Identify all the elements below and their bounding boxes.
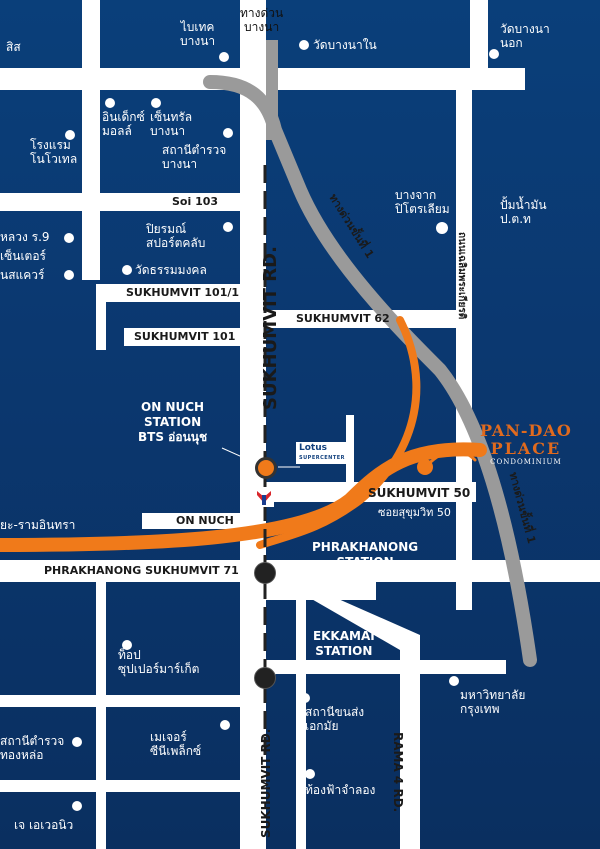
place-dot-police-thonglor <box>72 737 82 747</box>
orange-branch <box>256 316 421 549</box>
road-s62 <box>266 310 456 328</box>
place-center: เซ็นเตอร์ <box>0 249 46 263</box>
place-dot-ekkamai-bus <box>300 693 310 703</box>
road-s101 <box>124 328 242 346</box>
place-dot-central <box>151 98 161 108</box>
project-marker-icon[interactable] <box>417 459 433 475</box>
road-rama4-top <box>266 582 376 600</box>
place-dot-bangchak <box>436 222 448 234</box>
station-label-ekkamai: EKKAMAI STATION BTS เอกมัย <box>312 629 376 673</box>
place-bangkok-univ: มหาวิทยาลัย กรุงเทพ <box>460 688 526 716</box>
leader-phrakhanong <box>271 561 306 571</box>
road-label-phrakhanong-s71: PHRAKHANONG SUKHUMVIT 71 <box>44 564 239 577</box>
place-dot-luang-r9 <box>64 233 74 243</box>
road-label-rama4: RAMA 4 RD. <box>391 732 405 813</box>
road-label-ramindra: ยะ-รามอินทรา <box>0 518 76 532</box>
place-index-mall: อินเด็กซ์ มอลล์ <box>102 110 145 138</box>
place-ekkamai-bus: สถานีขนส่ง เอกมัย <box>305 705 365 733</box>
project-name-1: PAN-DAO <box>480 421 572 440</box>
road-top-horizontal <box>0 68 525 90</box>
place-novotel: โรงแรม โนโวเทล <box>30 138 78 166</box>
place-dot-bitec <box>219 52 229 62</box>
place-bitec: ไบเทค บางนา <box>180 20 216 48</box>
road-label-s50: SUKHUMVIT 50 <box>368 486 471 500</box>
road-on-nuch <box>142 513 242 529</box>
road-right-horizontal-low <box>266 660 506 674</box>
lotus-name: Lotus <box>299 443 327 453</box>
leader-on-nuch <box>221 447 261 466</box>
road-label-sukhumvit: SUKHUMVIT RD. <box>260 246 281 410</box>
road-label-sukhumvit-bottom: SUKHUMVIT RD. <box>259 728 273 838</box>
place-dot-novotel <box>65 130 75 140</box>
place-major: เมเจอร์ ซีนีเพล็กซ์ <box>150 730 202 758</box>
place-dot-wat-bangna-nai <box>299 40 309 50</box>
place-ptt: ปั้มน้ำมัน ป.ต.ท <box>500 198 547 226</box>
road-left-horizontal-low <box>0 695 242 707</box>
place-police-thonglor: สถานีตำรวจ ทองหล่อ <box>0 734 65 762</box>
place-square: นสแควร์ <box>0 268 45 282</box>
place-dot-square <box>64 270 74 280</box>
station-label-on-nuch: ON NUCH STATION BTS อ่อนนุช <box>138 400 208 444</box>
place-planetarium: ท้องฟ้าจำลอง <box>305 783 376 797</box>
place-wat-thammamongkol: วัดธรรมมงคล <box>135 263 207 277</box>
road-phrakhanong-s71 <box>0 560 600 582</box>
station-on-nuch-marker[interactable] <box>255 457 277 479</box>
project-brand: PAN-DAO PLACE CONDOMINIUM <box>480 421 572 467</box>
place-dot-wat-bangna-nok <box>489 49 499 59</box>
station-phrakhanong-marker[interactable] <box>254 562 276 584</box>
place-dot-police-bangna <box>223 128 233 138</box>
leader-ekkamai <box>271 654 306 677</box>
road-left-vertical-3 <box>96 580 106 849</box>
road-label-s50-th: ซอยสุขุมวิท 50 <box>378 506 451 519</box>
place-bangchak: บางจาก ปิโตรเลียม <box>395 188 450 216</box>
road-left-vertical-2 <box>96 284 106 350</box>
place-j-avenue: เจ เอเวอนิว <box>14 818 74 832</box>
place-dot-index-mall <box>105 98 115 108</box>
road-left-vertical-1 <box>82 0 100 280</box>
road-soi103 <box>0 193 242 211</box>
place-dot-tops <box>122 640 132 650</box>
road-label-s101-1: SUKHUMVIT 101/1 <box>126 286 240 299</box>
road-label-s62: SUKHUMVIT 62 <box>296 312 390 325</box>
station-ekkamai-marker[interactable] <box>254 667 276 689</box>
place-top-left: สิส <box>6 40 21 54</box>
leader-lines <box>221 447 306 677</box>
place-piyarom: ปิยรมณ์ สปอร์ตคลับ <box>146 222 206 250</box>
place-dot-wat-thammamongkol <box>122 265 132 275</box>
lotus-sub: SUPERCENTER <box>299 455 346 461</box>
station-label-phrakhanong: PHRAKHANONG STATION BTS พระโขนง <box>312 540 419 584</box>
road-left-horizontal-low2 <box>0 780 242 792</box>
project-name-3: CONDOMINIUM <box>490 458 562 466</box>
road-label-soi103: Soi 103 <box>172 195 219 208</box>
road-lower-mid <box>296 600 306 849</box>
road-lotus-vertical <box>346 415 354 485</box>
place-dot-planetarium <box>305 769 315 779</box>
project-name-2: PLACE <box>490 439 562 458</box>
place-dot-piyarom <box>223 222 233 232</box>
road-top-vertical-3 <box>470 0 488 90</box>
place-dot-j-avenue <box>72 801 82 811</box>
road-label-on-nuch: ON NUCH <box>176 514 234 527</box>
place-wat-bangna-nok: วัดบางนา นอก <box>500 22 550 50</box>
place-central: เซ็นทรัล บางนา <box>150 110 193 138</box>
bts-logo-icon <box>254 487 274 507</box>
place-wat-bangna-nai: วัดบางนาใน <box>313 38 377 52</box>
road-rama4 <box>296 590 420 849</box>
road-label-expressway-top: ทางด่วน บางนา <box>240 6 284 34</box>
place-police-bangna: สถานีตำรวจ บางนา <box>162 143 227 171</box>
place-dot-major <box>220 720 230 730</box>
place-luang-r9: หลวง ร.9 <box>0 230 50 244</box>
road-s101-1 <box>100 284 242 302</box>
place-dot-bangkok-univ <box>449 676 459 686</box>
road-sukhumvit <box>240 0 266 849</box>
road-label-chalerm: ถนนเฉลิมพระเกียรติ <box>456 232 467 320</box>
place-tops: ท็อป ซุปเปอร์มาร์เก็ต <box>118 648 200 676</box>
road-label-s101: SUKHUMVIT 101 <box>134 330 236 343</box>
orange-main <box>0 442 487 552</box>
road-chalerm <box>456 90 472 610</box>
